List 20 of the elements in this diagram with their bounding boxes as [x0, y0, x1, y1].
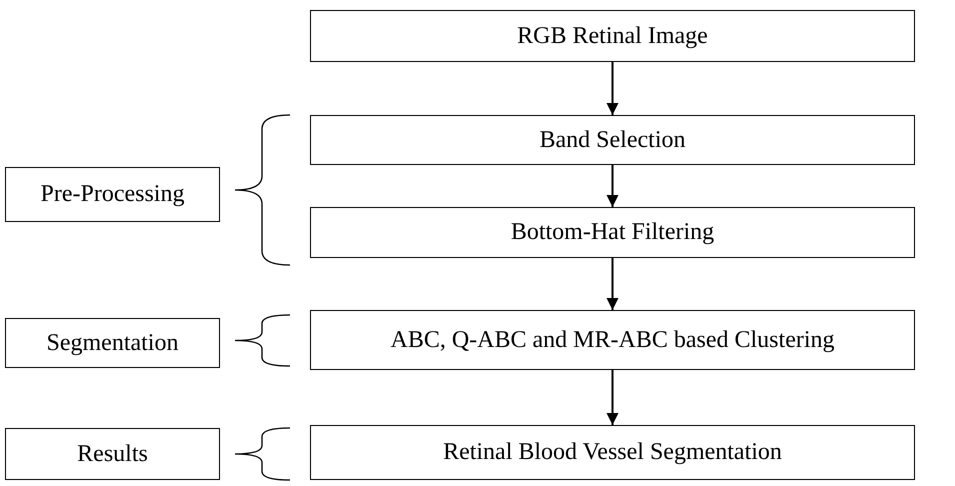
- node-text: Bottom-Hat Filtering: [510, 219, 714, 246]
- process-box: [310, 310, 915, 370]
- node-text: Retinal Blood Vessel Segmentation: [443, 439, 782, 466]
- stage-label-box: [5, 167, 220, 222]
- arrow: [606, 62, 618, 115]
- process-box: [310, 425, 915, 480]
- arrow: [606, 258, 618, 310]
- arrow: [606, 370, 618, 425]
- process-box: [310, 10, 915, 62]
- process-box: [310, 207, 915, 258]
- node-text: ABC, Q-ABC and MR-ABC based Clustering: [390, 326, 834, 354]
- stage-label-box: [5, 428, 220, 480]
- node-text: Results: [77, 440, 148, 468]
- node-text: Pre-Processing: [40, 181, 184, 208]
- node-text: Band Selection: [540, 126, 686, 154]
- process-box: [310, 115, 915, 165]
- node-text: RGB Retinal Image: [517, 22, 708, 50]
- node-text: Segmentation: [46, 330, 178, 356]
- arrow: [606, 165, 618, 207]
- stage-label-box: [5, 318, 220, 368]
